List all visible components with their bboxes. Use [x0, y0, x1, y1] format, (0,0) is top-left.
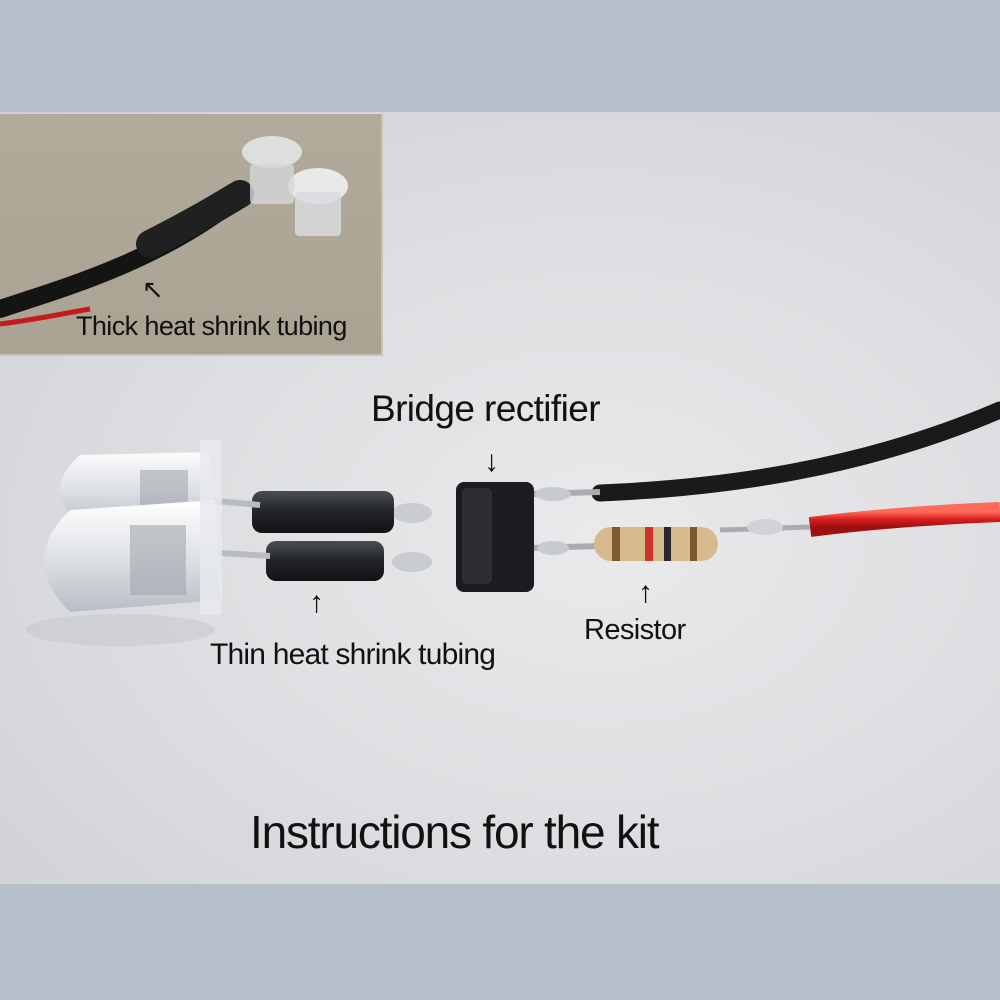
inset-led-illustration — [0, 136, 348, 327]
label-bridge-rectifier: Bridge rectifier — [371, 388, 601, 429]
label-thin-heat-shrink-tubing: Thin heat shrink tubing — [210, 638, 496, 671]
arrow-thin-tubing: ↑ — [309, 586, 324, 619]
arrow-bridge-rectifier: ↓ — [484, 445, 499, 478]
bridge-rectifier-component — [456, 482, 534, 592]
label-thick-heat-shrink-tubing: Thick heat shrink tubing — [76, 311, 347, 341]
arrow-thick-tubing: ↖ — [142, 274, 164, 304]
caption: Instructions for the kit — [250, 806, 660, 858]
led-assembly-illustration — [25, 401, 1000, 646]
resistor-component — [594, 527, 718, 561]
label-resistor: Resistor — [584, 614, 686, 646]
arrow-resistor: ↑ — [638, 576, 653, 609]
inset-photo — [0, 114, 383, 356]
